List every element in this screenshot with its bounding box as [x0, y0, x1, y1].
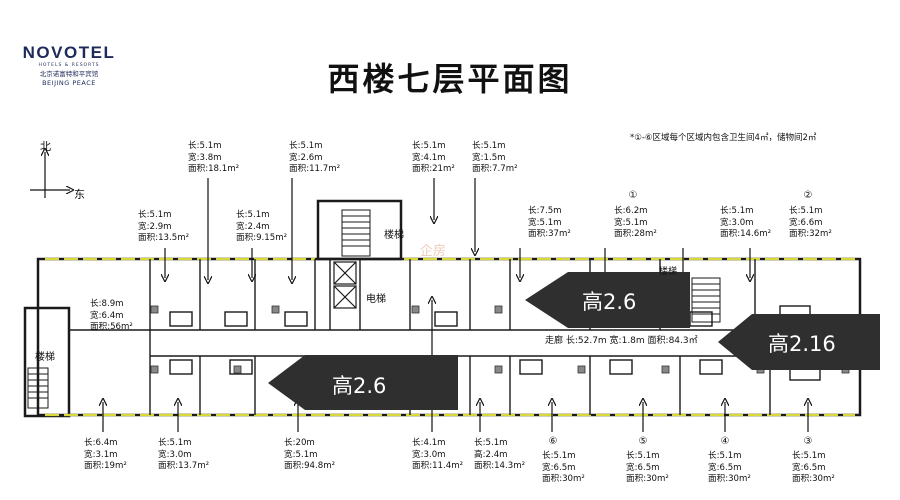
compass-east-label: 东	[74, 188, 85, 201]
footnote: *①-⑥区域每个区域内包含卫生间4㎡，储物间2㎡	[630, 133, 817, 143]
page-title: 西楼七层平面图	[327, 60, 573, 98]
zone-number: ⑤	[638, 436, 648, 447]
banner-3	[268, 355, 458, 410]
window-strips	[45, 257, 855, 417]
zone-number: ①	[628, 190, 638, 201]
zone-number: ③	[803, 436, 813, 447]
stair-center-label: 楼梯	[384, 230, 404, 241]
corridor-label: 走廊 长:52.7m 宽:1.8m 面积:84.3㎡	[545, 336, 698, 346]
zone-number: ④	[720, 436, 730, 447]
logo-brand: NOVOTEL	[22, 43, 116, 62]
stair-right-label: 楼梯	[659, 267, 678, 277]
logo-cn: 北京诺富特和平宾馆	[39, 70, 99, 78]
stair-left-label: 楼梯	[35, 352, 55, 363]
stairs	[27, 209, 721, 409]
zone-number: ⑥	[548, 436, 558, 447]
room-partitions	[69, 259, 821, 415]
banner-1	[525, 272, 690, 328]
banner-2	[718, 314, 880, 370]
watermark: 企房	[420, 244, 447, 259]
compass-north-label: 北	[40, 140, 51, 153]
logo-en: BEIJING PEACE	[42, 79, 96, 87]
banner-1-text: 高2.6	[582, 290, 637, 314]
compass-icon	[30, 152, 70, 198]
brand-logo: NOVOTEL HOTELS & RESORTS 北京诺富特和平宾馆 BEIJI…	[14, 44, 124, 88]
elevator-shaft	[333, 261, 357, 309]
banner-3-text: 高2.6	[332, 374, 387, 398]
logo-sub: HOTELS & RESORTS	[38, 63, 100, 68]
height-banners	[268, 272, 880, 410]
elevator-label: 电梯	[366, 294, 386, 305]
banner-2-text: 高2.16	[768, 332, 836, 356]
zone-number: ②	[803, 190, 813, 201]
